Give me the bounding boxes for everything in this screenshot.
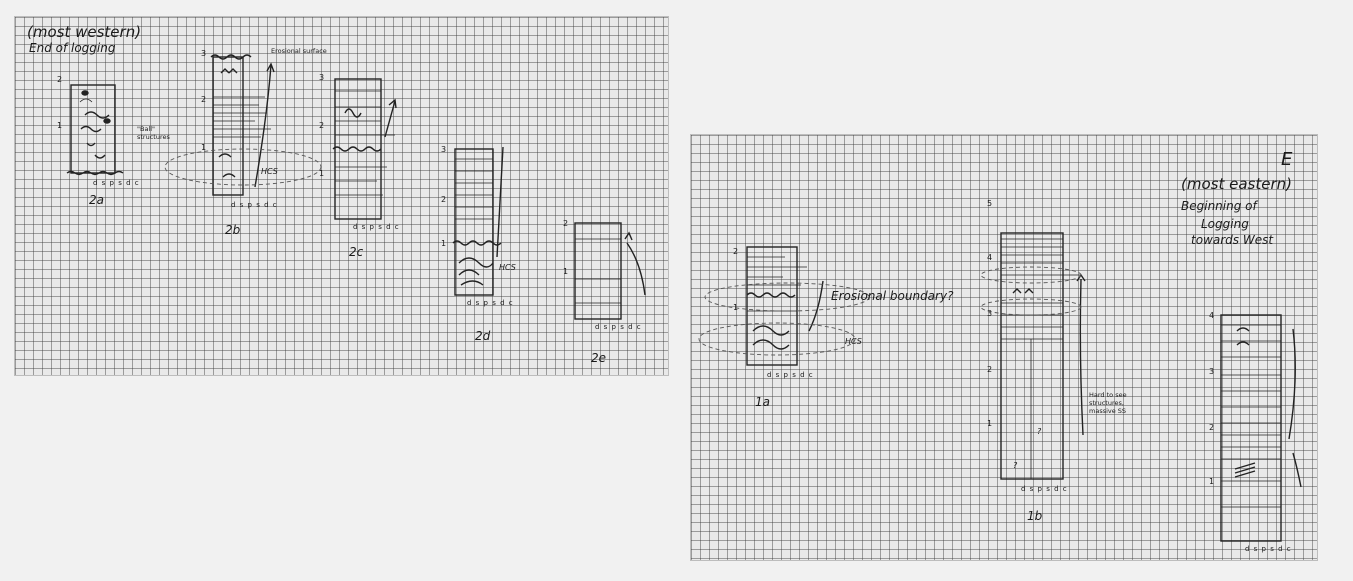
- log-2e-tick-1: 1: [563, 267, 568, 276]
- log-1a-note-hcs: HCS: [845, 337, 862, 346]
- log-2b-tick-3: 3: [201, 49, 206, 58]
- left-title: (most western): [27, 23, 141, 41]
- log-1b-note: Hard to see structures, massive SS: [1089, 391, 1147, 415]
- log-1c-tick-4: 4: [1209, 311, 1214, 320]
- log-2b-tick-1: 1: [201, 143, 206, 152]
- log-2b-label: 2b: [225, 223, 240, 237]
- right-subtitle-line3: towards West: [1191, 233, 1273, 247]
- log-2d-tick-1: 1: [441, 239, 446, 248]
- log-2b-axis: d s p s d c: [231, 201, 278, 209]
- log-1b-axis: d s p s d c: [1021, 485, 1068, 493]
- right-subtitle-line1: Beginning of: [1181, 199, 1257, 213]
- left-sketch-lines: [15, 17, 668, 375]
- log-2c-axis: d s p s d c: [353, 223, 400, 231]
- log-1b-label: 1b: [1027, 509, 1042, 523]
- log-1b-question-1: ?: [1037, 427, 1041, 436]
- log-2b-tick-2: 2: [201, 95, 206, 104]
- right-title: (most eastern): [1181, 175, 1292, 193]
- log-2c-label: 2c: [349, 245, 363, 259]
- left-graph-sheet: (most western) End of logging 2 1 "Ball"…: [14, 16, 669, 376]
- log-1c-tick-1: 1: [1209, 477, 1214, 486]
- log-2d-axis: d s p s d c: [467, 299, 514, 307]
- log-1b-tick-4: 4: [987, 253, 992, 262]
- log-2c-tick-2: 2: [319, 121, 324, 130]
- log-1a-note-erosional: Erosional boundary?: [831, 289, 953, 303]
- right-graph-sheet: E (most eastern) Beginning of Logging to…: [690, 134, 1318, 561]
- right-corner-letter: E: [1281, 149, 1292, 170]
- log-2a-tick-2: 2: [57, 75, 62, 84]
- log-2d-tick-2: 2: [441, 195, 446, 204]
- log-2e-tick-2: 2: [563, 219, 568, 228]
- log-2a-label: 2a: [89, 193, 104, 207]
- log-2c-tick-1: 1: [319, 169, 324, 178]
- log-2a-tick-1: 1: [57, 121, 62, 130]
- log-1c-axis: d s p s d c: [1245, 545, 1292, 553]
- log-1b-tick-3: 3: [987, 309, 992, 318]
- log-2d-note-hcs: HCS: [499, 263, 516, 272]
- log-2d-tick-3: 3: [441, 145, 446, 154]
- log-1b-tick-1: 1: [987, 419, 992, 428]
- log-2a-axis: d s p s d c: [93, 179, 140, 187]
- log-2b-note-hcs: HCS: [261, 167, 278, 176]
- log-2e-label: 2e: [591, 351, 606, 365]
- log-2a-note: "Ball" structures: [137, 125, 177, 141]
- log-1a-tick-1: 1: [733, 303, 738, 312]
- log-1b-tick-5: 5: [987, 199, 992, 208]
- log-1a-axis: d s p s d c: [767, 371, 814, 379]
- log-1a-tick-2: 2: [733, 247, 738, 256]
- log-2e-axis: d s p s d c: [595, 323, 642, 331]
- log-1c-tick-3: 3: [1209, 367, 1214, 376]
- log-2c-tick-3: 3: [319, 73, 324, 82]
- log-1b-tick-2: 2: [987, 365, 992, 374]
- log-1a-label: 1a: [755, 395, 770, 409]
- log-1b-question-2: ?: [1013, 461, 1017, 470]
- log-2b-note-erosional: Erosional surface: [271, 47, 327, 55]
- log-2d-label: 2d: [475, 329, 490, 343]
- left-subtitle: End of logging: [29, 41, 115, 55]
- right-subtitle-line2: Logging: [1201, 217, 1249, 231]
- log-1c-tick-2: 2: [1209, 423, 1214, 432]
